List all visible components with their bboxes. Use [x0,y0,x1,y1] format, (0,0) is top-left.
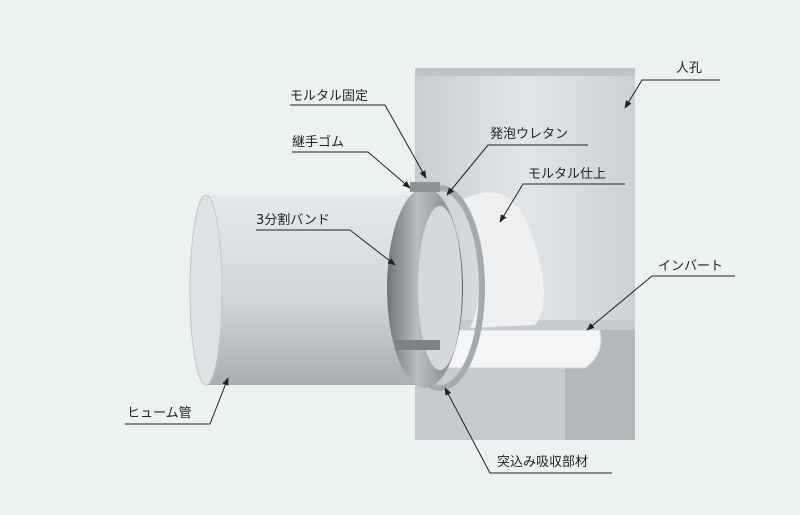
svg-text:3分割バンド: 3分割バンド [256,212,330,228]
label-joint-rubber: 継手ゴム [292,134,411,189]
pipe-opening [418,206,462,370]
label-thrust-absorber: 突込み吸収部材 [444,387,612,474]
svg-text:継手ゴム: 継手ゴム [292,134,344,150]
svg-text:突込み吸収部材: 突込み吸収部材 [497,454,588,470]
invert [439,329,602,369]
joint-rubber [410,182,440,192]
label-mortar-finish: モルタル仕上 [499,167,625,223]
label-hume-pipe: ヒューム管 [125,377,229,425]
label-three-piece-band: 3分割バンド [256,212,396,266]
svg-text:発泡ウレタン: 発泡ウレタン [490,127,568,142]
label-foam-urethane: 発泡ウレタン [446,127,588,196]
hume-pipe [189,194,420,386]
band-bolts [395,340,440,350]
label-invert: インバート [586,259,735,331]
svg-text:モルタル固定: モルタル固定 [290,89,368,104]
svg-text:ヒューム管: ヒューム管 [127,406,192,421]
label-manhole: 人孔 [624,61,720,109]
svg-text:モルタル仕上: モルタル仕上 [528,167,606,182]
svg-text:インバート: インバート [658,259,723,274]
svg-text:人孔: 人孔 [676,61,702,76]
label-mortar-fixing: モルタル固定 [290,89,427,179]
